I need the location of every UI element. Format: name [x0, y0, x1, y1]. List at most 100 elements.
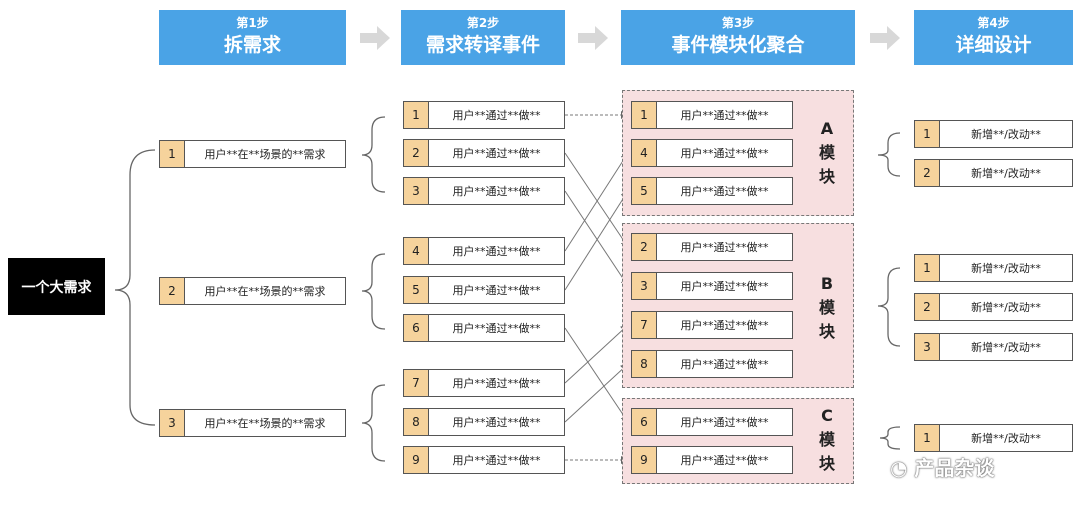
design-item: 2 新增**/改动**	[914, 293, 1073, 321]
step-2-header: 第2步 需求转译事件	[401, 10, 565, 65]
module-event-item: 9 用户**通过**做**	[631, 446, 793, 474]
module-event-number: 4	[632, 140, 657, 166]
module-event-text: 用户**通过**做**	[680, 454, 769, 467]
module-event-text: 用户**通过**做**	[680, 109, 769, 122]
event-text: 用户**通过**做**	[452, 416, 541, 429]
event-text: 用户**通过**做**	[452, 147, 541, 160]
link-e6	[564, 327, 629, 423]
module-event-number: 9	[632, 447, 657, 473]
event-number: 4	[404, 238, 429, 264]
design-text: 新增**/改动**	[971, 301, 1041, 314]
module-event-item: 2 用户**通过**做**	[631, 233, 793, 261]
event-item: 4 用户**通过**做**	[403, 237, 565, 265]
event-number: 1	[404, 102, 429, 128]
module-label-char: 模	[818, 430, 835, 449]
requirement-text: 用户**在**场景的**需求	[204, 285, 326, 298]
step-4-title: 详细设计	[955, 34, 1032, 56]
module-b-label: B 模 块	[802, 272, 852, 344]
module-event-item: 1 用户**通过**做**	[631, 101, 793, 129]
design-item: 1 新增**/改动**	[914, 424, 1073, 452]
module-label-char: 块	[818, 167, 835, 186]
design-number: 1	[915, 255, 940, 281]
module-event-text: 用户**通过**做**	[680, 319, 769, 332]
module-label-char: 模	[818, 143, 835, 162]
event-text: 用户**通过**做**	[452, 245, 541, 258]
module-event-text: 用户**通过**做**	[680, 358, 769, 371]
event-item: 8 用户**通过**做**	[403, 408, 565, 436]
module-a-label: A 模 块	[802, 117, 852, 189]
event-number: 5	[404, 277, 429, 303]
module-event-number: 2	[632, 234, 657, 260]
step-3-number: 第3步	[721, 16, 755, 30]
requirement-item: 2 用户**在**场景的**需求	[159, 277, 346, 305]
requirement-number: 2	[160, 278, 185, 304]
module-event-number: 1	[632, 102, 657, 128]
step-3-title: 事件模块化聚合	[671, 34, 805, 56]
requirement-text: 用户**在**场景的**需求	[204, 148, 326, 161]
event-number: 9	[404, 447, 429, 473]
brace-design-b	[877, 267, 901, 347]
link-e5	[564, 190, 629, 291]
module-label-char: 块	[818, 454, 835, 473]
design-number: 2	[915, 160, 940, 186]
requirement-number: 3	[160, 410, 185, 436]
big-requirement-box: 一个大需求	[8, 258, 105, 315]
event-text: 用户**通过**做**	[452, 185, 541, 198]
step-arrow-icon	[360, 26, 390, 50]
module-event-item: 6 用户**通过**做**	[631, 408, 793, 436]
requirement-number: 1	[160, 141, 185, 167]
brace-req-3	[361, 384, 386, 462]
module-event-item: 7 用户**通过**做**	[631, 311, 793, 339]
design-number: 1	[915, 425, 940, 451]
event-number: 8	[404, 409, 429, 435]
module-event-number: 3	[632, 273, 657, 299]
step-arrow-icon	[870, 26, 900, 50]
design-number: 2	[915, 294, 940, 320]
module-event-number: 7	[632, 312, 657, 338]
link-e7	[564, 324, 629, 384]
step-4-header: 第4步 详细设计	[914, 10, 1073, 65]
module-label-letter: B	[820, 274, 834, 293]
design-text: 新增**/改动**	[971, 432, 1041, 445]
wechat-icon: ◔	[890, 456, 908, 480]
requirement-item: 3 用户**在**场景的**需求	[159, 409, 346, 437]
step-arrow-icon	[578, 26, 608, 50]
brace-req-1	[361, 116, 386, 193]
link-e8	[564, 363, 629, 423]
event-number: 7	[404, 370, 429, 396]
step-2-title: 需求转译事件	[425, 34, 540, 56]
module-event-text: 用户**通过**做**	[680, 280, 769, 293]
design-text: 新增**/改动**	[971, 128, 1041, 141]
watermark: ◔ 产品杂谈	[890, 452, 994, 481]
module-event-number: 5	[632, 178, 657, 204]
brace-big	[114, 149, 156, 426]
module-label-letter: C	[821, 406, 833, 425]
requirement-item: 1 用户**在**场景的**需求	[159, 140, 346, 168]
step-1-number: 第1步	[236, 16, 269, 30]
module-event-text: 用户**通过**做**	[680, 241, 769, 254]
brace-design-a	[877, 132, 901, 177]
step-3-header: 第3步 事件模块化聚合	[621, 10, 855, 65]
event-text: 用户**通过**做**	[452, 284, 541, 297]
module-event-number: 6	[632, 409, 657, 435]
watermark-text: 产品杂谈	[914, 456, 995, 480]
event-text: 用户**通过**做**	[452, 322, 541, 335]
module-event-text: 用户**通过**做**	[680, 416, 769, 429]
design-text: 新增**/改动**	[971, 262, 1041, 275]
module-label-char: 块	[818, 322, 835, 341]
module-event-number: 8	[632, 351, 657, 377]
module-event-text: 用户**通过**做**	[680, 147, 769, 160]
module-event-item: 4 用户**通过**做**	[631, 139, 793, 167]
requirement-text: 用户**在**场景的**需求	[204, 417, 326, 430]
module-label-letter: A	[820, 119, 834, 138]
